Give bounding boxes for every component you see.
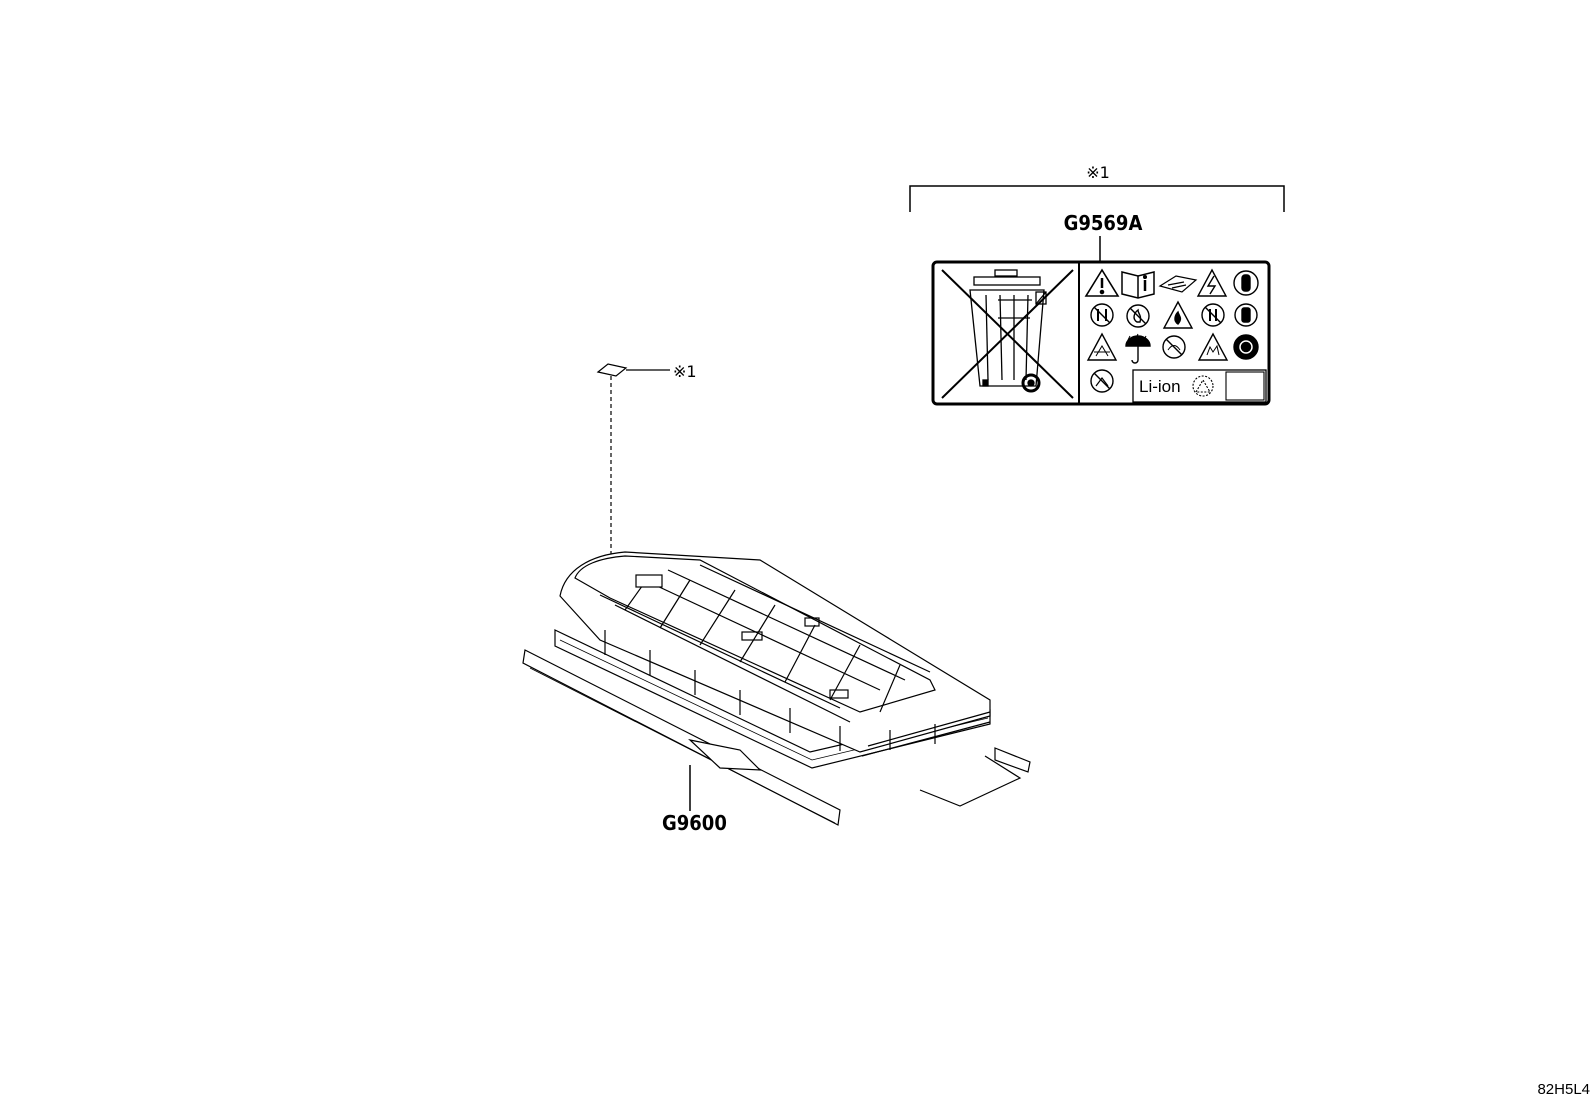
no-disassemble-icon	[1090, 369, 1114, 393]
no-water-icon	[1162, 335, 1186, 359]
glove-icon	[1233, 270, 1259, 296]
flammable-warning-icon	[1162, 300, 1194, 329]
blank-box	[1225, 371, 1265, 401]
crossed-bin-icon	[941, 269, 1074, 399]
high-voltage-icon	[1196, 268, 1228, 297]
warning-label: Li-ion	[931, 260, 1271, 406]
battery-part-number: G9600	[662, 811, 727, 835]
drawing-code: 82H5L4	[1537, 1081, 1590, 1098]
callout-bracket	[909, 185, 1285, 212]
recycle-icon	[1192, 375, 1214, 397]
battery-pack-illustration	[522, 551, 1031, 826]
recycle-circle-icon	[1233, 334, 1259, 360]
warning-triangle-icon	[1084, 268, 1120, 297]
no-touch-icon	[1201, 303, 1225, 327]
keep-dry-umbrella-icon	[1125, 333, 1151, 364]
label-sticker-small	[596, 363, 628, 377]
manual-book-icon	[1121, 271, 1155, 299]
instruction-sheet-icon	[1158, 275, 1198, 293]
callout-mark-sticker: ※1	[673, 362, 697, 381]
liion-panel	[1132, 369, 1267, 403]
protective-clothing-icon	[1234, 303, 1258, 327]
no-children-icon	[1090, 303, 1114, 327]
explosion-warning-icon	[1197, 332, 1229, 361]
callout-mark-top: ※1	[1086, 163, 1110, 182]
liion-text: Li-ion	[1139, 377, 1181, 396]
corrosive-warning-icon	[1086, 332, 1118, 361]
no-fire-icon	[1126, 304, 1150, 328]
part-number-label: G9569A	[1064, 211, 1143, 235]
